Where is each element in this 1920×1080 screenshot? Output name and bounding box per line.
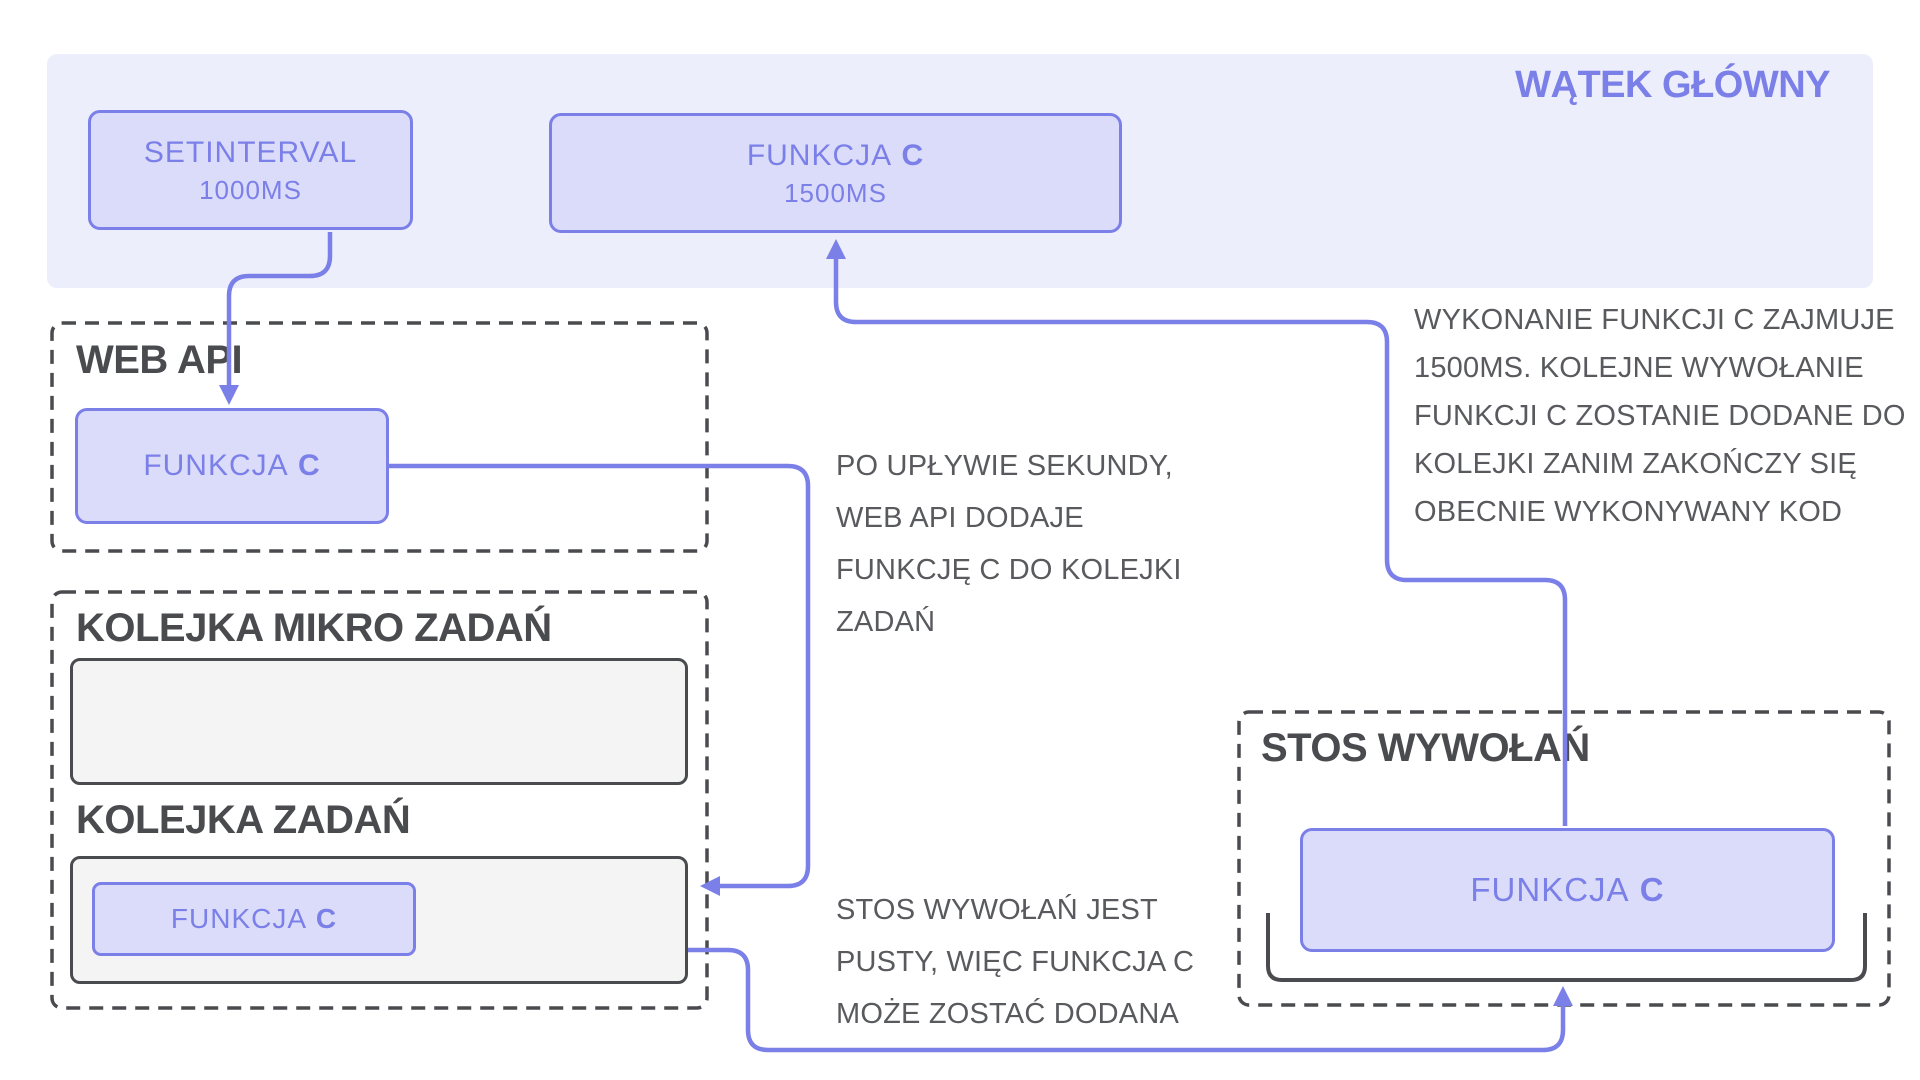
annotation-function-c-execution: WYKONANIE FUNKCJI C ZAJMUJE 1500MS. KOLE… bbox=[1414, 304, 1906, 528]
funkcja-c-stack-box: FUNKCJA C bbox=[1300, 828, 1835, 952]
funkcja-c-main-label: FUNKCJA C bbox=[747, 136, 924, 176]
funkcja-label: FUNKCJA bbox=[170, 903, 308, 934]
funkcja-c-webapi-label: FUNKCJA C bbox=[143, 446, 320, 486]
task-queue-title: KOLEJKA ZADAŃ bbox=[76, 798, 411, 842]
funkcja-c-task-label: FUNKCJA C bbox=[171, 899, 337, 939]
annotation-stack-empty: STOS WYWOŁAŃ JEST PUSTY, WIĘC FUNKCJA C … bbox=[836, 894, 1195, 1030]
setinterval-label: SETINTERVAL bbox=[143, 136, 358, 169]
funkcja-c-task-box: FUNKCJA C bbox=[92, 882, 416, 956]
annotation-web-api-adds: PO UPŁYWIE SEKUNDY, WEB API DODAJE FUNKC… bbox=[836, 450, 1182, 638]
web-api-title: WEB API bbox=[76, 338, 243, 382]
funkcja-c-letter: C bbox=[315, 903, 338, 934]
funkcja-c-webapi-box: FUNKCJA C bbox=[75, 408, 389, 524]
main-thread-title: WĄTEK GŁÓWNY bbox=[1515, 64, 1830, 106]
funkcja-c-main-box: FUNKCJA C 1500MS bbox=[549, 113, 1122, 233]
setinterval-box: SETINTERVAL 1000MS bbox=[88, 110, 413, 230]
funkcja-label: FUNKCJA bbox=[746, 139, 893, 172]
funkcja-label: FUNKCJA bbox=[143, 449, 289, 482]
micro-task-queue-box bbox=[70, 658, 688, 785]
funkcja-c-letter: C bbox=[901, 139, 925, 172]
funkcja-c-main-duration: 1500MS bbox=[784, 178, 887, 208]
micro-task-queue-title: KOLEJKA MIKRO ZADAŃ bbox=[76, 606, 552, 650]
funkcja-c-letter: C bbox=[1639, 871, 1665, 908]
funkcja-c-letter: C bbox=[298, 449, 321, 482]
call-stack-title: STOS WYWOŁAŃ bbox=[1261, 726, 1590, 770]
funkcja-c-stack-label: FUNKCJA C bbox=[1470, 870, 1664, 910]
setinterval-duration: 1000MS bbox=[199, 175, 302, 205]
funkcja-label: FUNKCJA bbox=[1470, 871, 1630, 908]
